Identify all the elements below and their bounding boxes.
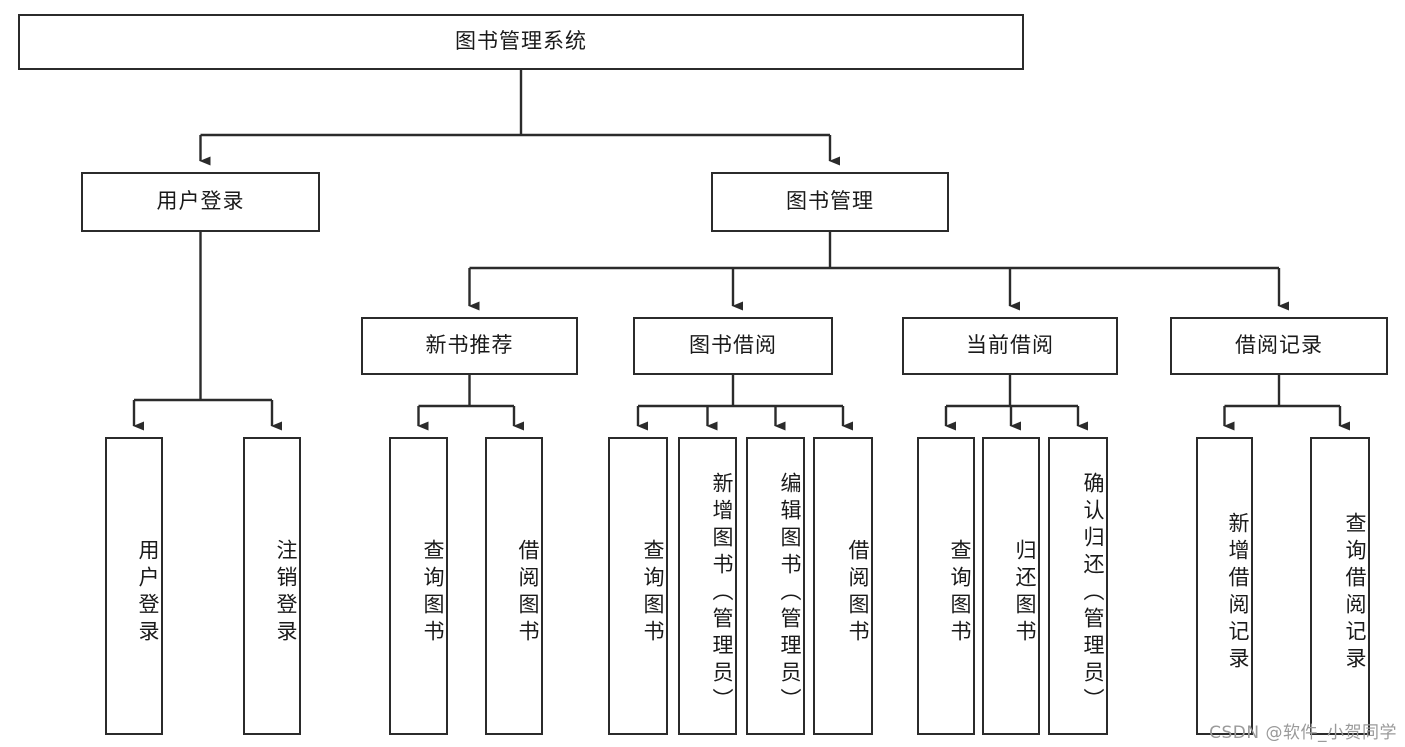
node-label: 新增借阅记录 (1226, 512, 1250, 674)
node-current-borrow[interactable]: 当前借阅 (902, 317, 1118, 375)
node-label: 查询图书 (641, 539, 665, 647)
node-label: 用户登录 (156, 189, 245, 214)
node-user-login[interactable]: 用户登录 (81, 172, 320, 232)
node-label: 查询借阅记录 (1343, 512, 1367, 674)
csdn-watermark: CSDN @软件_小贺同学 (1209, 723, 1397, 743)
node-label: 借阅图书 (846, 539, 870, 647)
node-label: 注销登录 (274, 539, 298, 647)
node-leaf-query-record[interactable]: 查询借阅记录 (1310, 437, 1370, 735)
node-book-borrow[interactable]: 图书借阅 (633, 317, 833, 375)
node-label: 新书推荐 (425, 333, 514, 358)
node-label: 借阅图书 (516, 539, 540, 647)
node-label: 用户登录 (136, 539, 160, 647)
node-label: 图书管理系统 (455, 29, 587, 54)
node-leaf-add-record[interactable]: 新增借阅记录 (1196, 437, 1253, 735)
node-root[interactable]: 图书管理系统 (18, 14, 1024, 70)
node-leaf-borrow-book-a[interactable]: 借阅图书 (485, 437, 543, 735)
node-label: 归还图书 (1013, 539, 1037, 647)
node-label: 查询图书 (948, 539, 972, 647)
node-borrow-record[interactable]: 借阅记录 (1170, 317, 1388, 375)
node-leaf-query-book-b[interactable]: 查询图书 (608, 437, 668, 735)
node-leaf-confirm-return[interactable]: 确认归还（管理员） (1048, 437, 1108, 735)
node-label: 当前借阅 (966, 333, 1054, 358)
node-leaf-return-book[interactable]: 归还图书 (982, 437, 1040, 735)
node-label: 查询图书 (421, 539, 445, 647)
node-label: 图书管理 (786, 189, 874, 214)
node-leaf-user-login[interactable]: 用户登录 (105, 437, 163, 735)
node-book-manage[interactable]: 图书管理 (711, 172, 949, 232)
node-label: 确认归还（管理员） (1081, 471, 1105, 715)
node-leaf-logout[interactable]: 注销登录 (243, 437, 301, 735)
node-label: 新增图书（管理员） (710, 471, 734, 715)
node-leaf-query-book-a[interactable]: 查询图书 (389, 437, 448, 735)
node-label: 借阅记录 (1235, 333, 1323, 358)
node-leaf-edit-book[interactable]: 编辑图书（管理员） (746, 437, 805, 735)
node-leaf-query-book-c[interactable]: 查询图书 (917, 437, 975, 735)
node-leaf-add-book[interactable]: 新增图书（管理员） (678, 437, 737, 735)
node-label: 图书借阅 (689, 333, 777, 358)
node-new-book-rec[interactable]: 新书推荐 (361, 317, 578, 375)
node-leaf-borrow-book-b[interactable]: 借阅图书 (813, 437, 873, 735)
node-label: 编辑图书（管理员） (778, 471, 802, 715)
